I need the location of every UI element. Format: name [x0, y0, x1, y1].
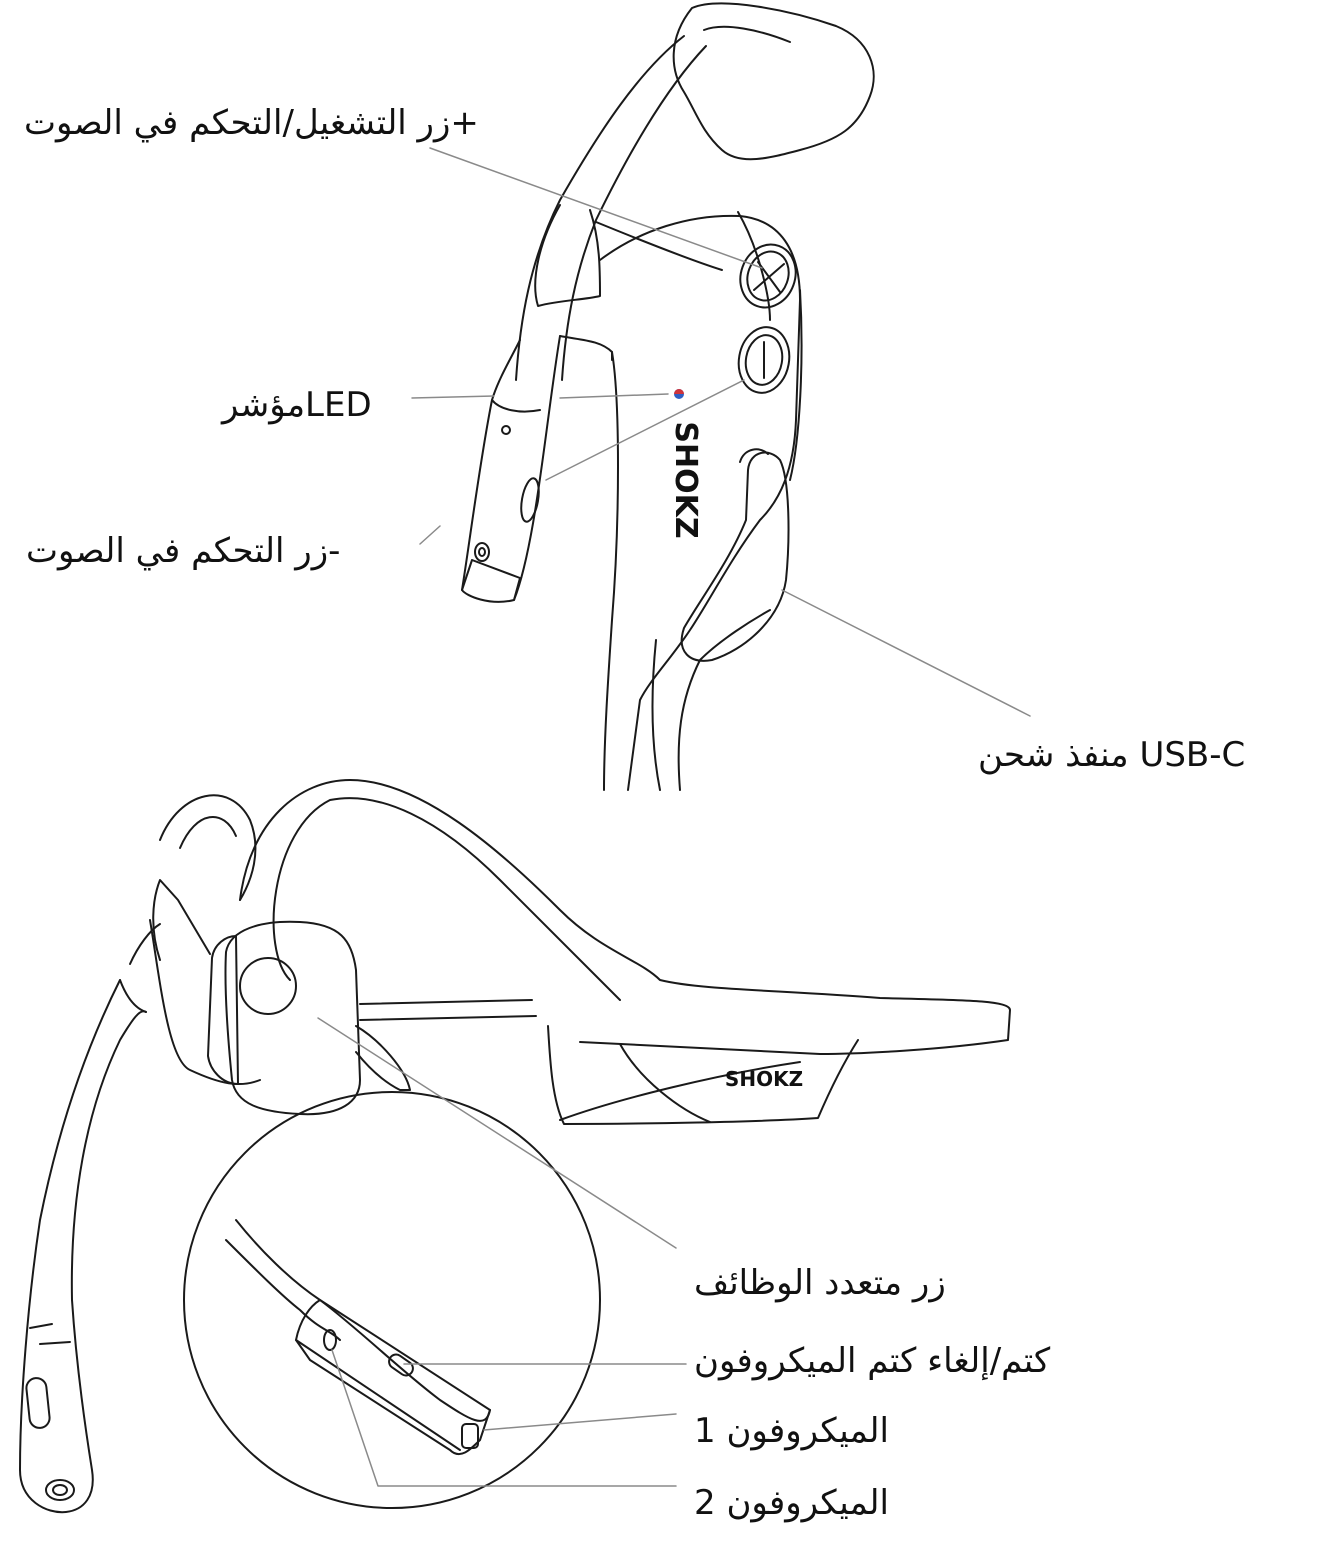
led-indicator-dot — [674, 389, 684, 399]
bottom-brand-logo: SHOKZ — [725, 1067, 803, 1091]
label-mic-mute: كتم/إلغاء كتم الميكروفون — [694, 1344, 1050, 1378]
label-mic-1: الميكروفون 1 — [694, 1414, 889, 1448]
zoom-inset — [184, 1092, 600, 1508]
label-usb-c-port: منفذ شحن USB-C — [978, 738, 1245, 772]
label-multi-function: زر متعدد الوظائف — [694, 1266, 946, 1300]
svg-text:SHOKZ: SHOKZ — [668, 421, 703, 538]
label-mic-2: الميكروفون 2 — [694, 1486, 889, 1520]
bottom-headset-drawing — [20, 780, 1010, 1512]
label-play-volume-up: زر التشغيل/التحكم في الصوت+ — [24, 106, 479, 140]
label-volume-down: زر التحكم في الصوت- — [26, 534, 340, 568]
top-brand-logo: SHOKZ — [668, 421, 703, 538]
top-headset-drawing — [462, 3, 874, 790]
svg-text:SHOKZ: SHOKZ — [725, 1067, 803, 1091]
label-led-indicator: مؤشرLED — [222, 388, 372, 422]
